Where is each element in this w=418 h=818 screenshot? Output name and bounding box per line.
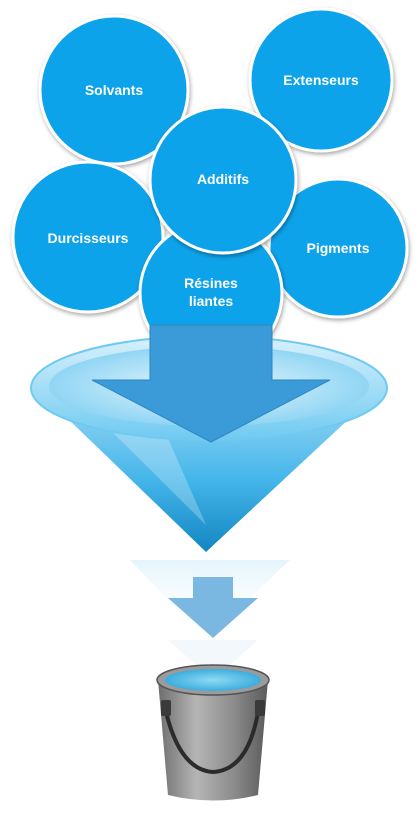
ingredient-pigments: Pigments — [267, 177, 409, 319]
ingredient-solvants: Solvants — [38, 14, 190, 166]
ingredient-resines-label-line1: Résines — [184, 275, 238, 291]
ingredient-additifs: Additifs — [148, 105, 298, 255]
ingredient-solvants-label: Solvants — [85, 82, 144, 98]
paint-bucket-icon — [156, 664, 270, 801]
ingredient-pigments-label: Pigments — [306, 240, 369, 256]
ingredient-additifs-label: Additifs — [197, 171, 249, 187]
ingredient-resines-label-line2: liantes — [189, 293, 234, 309]
ingredient-durcisseurs-label: Durcisseurs — [48, 230, 129, 246]
small-down-arrow-icon — [168, 577, 258, 680]
ingredient-extenseurs: Extenseurs — [248, 7, 394, 153]
ingredient-extenseurs-label: Extenseurs — [283, 72, 359, 88]
ingredient-durcisseurs: Durcisseurs — [11, 160, 165, 314]
down-arrow-icon — [91, 324, 331, 443]
